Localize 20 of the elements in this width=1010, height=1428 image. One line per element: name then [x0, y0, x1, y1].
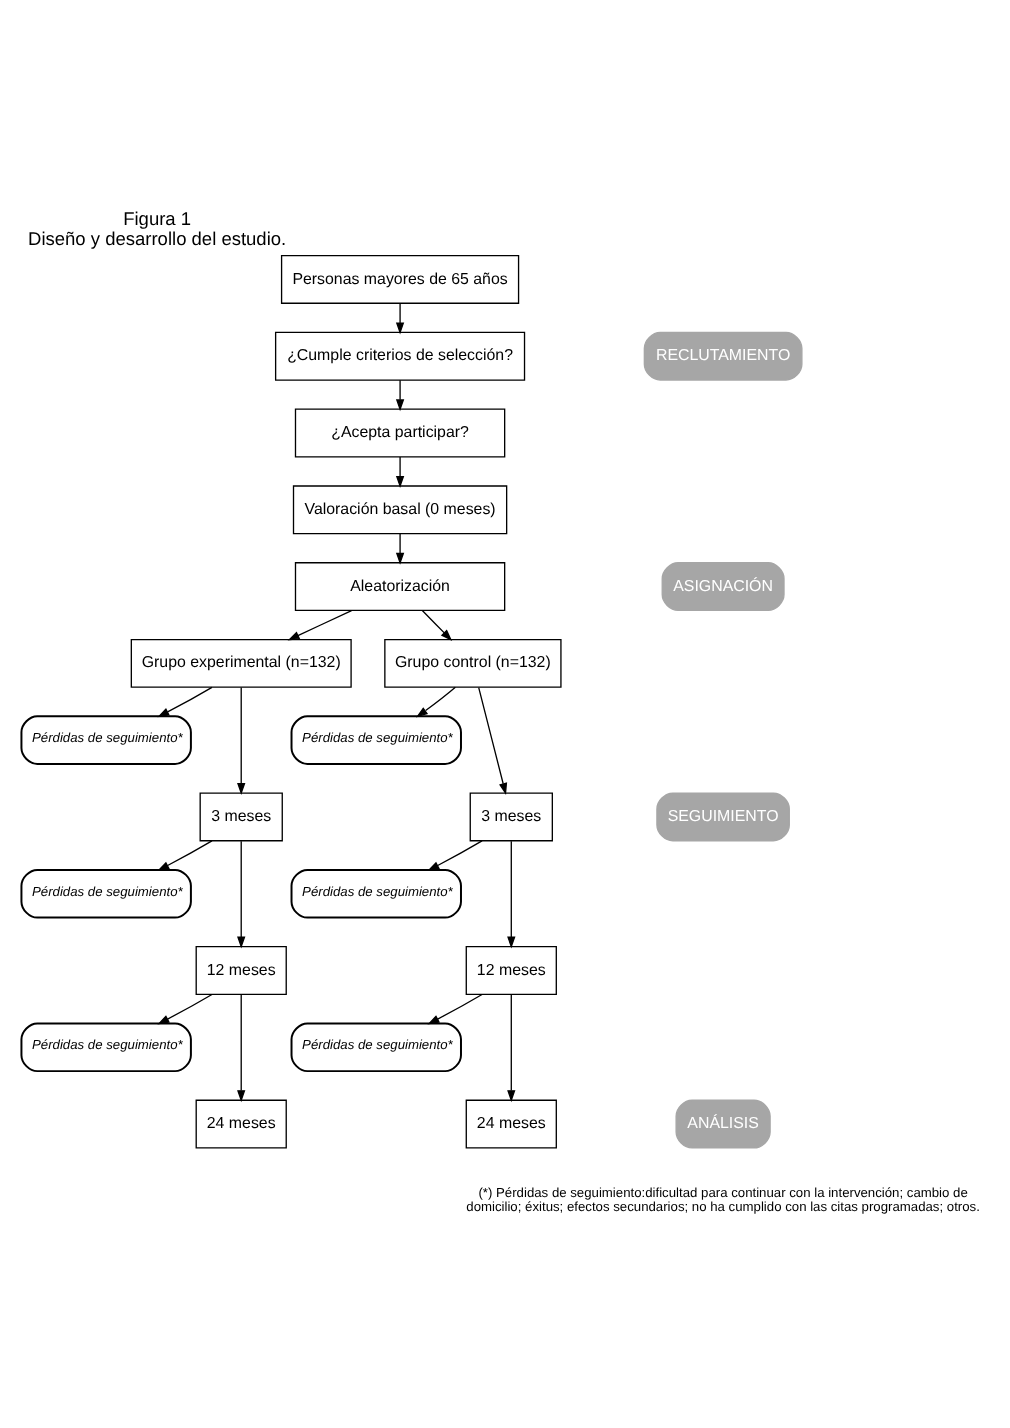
arrow [237, 993, 246, 1102]
arrow [427, 992, 483, 1024]
arrow [157, 839, 213, 870]
arrow [478, 685, 508, 794]
diagram-title: Figura 1 [123, 208, 192, 229]
arrow [395, 301, 405, 334]
arrow [395, 378, 405, 411]
arrow [427, 839, 483, 870]
arrow [415, 685, 457, 717]
caption: Diseño y desarrollo del estudio. [28, 228, 287, 249]
arrow [507, 839, 516, 948]
arrow [287, 608, 353, 640]
arrow [421, 608, 453, 640]
arrow [395, 455, 405, 487]
arrow [237, 839, 246, 948]
arrow [157, 685, 213, 717]
arrow [237, 685, 246, 794]
arrow [157, 992, 213, 1024]
arrow [507, 993, 516, 1102]
arrow [395, 532, 405, 564]
